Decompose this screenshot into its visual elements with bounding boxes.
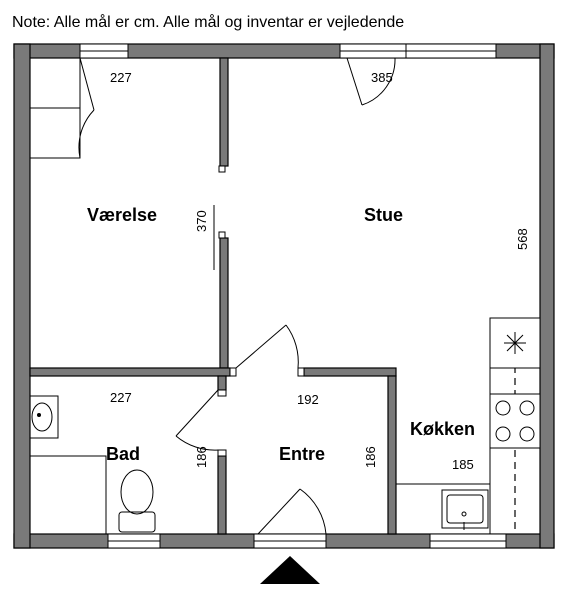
kitchen-fixtures (396, 317, 541, 535)
wall-vaerelse-stue-lower (219, 237, 229, 369)
dim-wall-height: 370 (194, 210, 209, 232)
wall-bad-entre-upper (217, 375, 227, 391)
door-swings (78, 57, 396, 535)
outer-walls (13, 43, 555, 549)
door-leaf-front (257, 488, 301, 535)
window-top-vaerelse (79, 43, 129, 59)
dim-entre-width: 192 (297, 392, 319, 407)
room-label-entre: Entre (279, 444, 325, 464)
room-label-bad: Bad (106, 444, 140, 464)
door-leaf-stue-top (346, 57, 363, 106)
windows (79, 43, 507, 549)
sink-icon (29, 395, 59, 439)
dim-entre-height: 186 (363, 446, 378, 468)
entrance-arrow-icon (260, 556, 320, 584)
door-leaf-bad (175, 389, 219, 437)
dim-vaerelse-width: 227 (110, 70, 132, 85)
room-label-kokken: Køkken (410, 419, 475, 439)
stove-icon (489, 393, 541, 449)
window-top-stue-2 (405, 43, 497, 59)
wall-entre-kokken (387, 375, 397, 535)
fridge-icon (489, 317, 541, 369)
interior-walls (29, 57, 397, 535)
kitchen-sink-icon (441, 489, 489, 530)
plan-note: Note: Alle mål er cm. Alle mål og invent… (12, 13, 404, 31)
shower-area (29, 455, 107, 535)
dim-bad-width: 227 (110, 390, 132, 405)
wall-above-entre (303, 367, 397, 377)
door-leaf-entre-stue (235, 324, 287, 369)
wardrobe (29, 57, 81, 159)
room-label-stue: Stue (364, 205, 403, 225)
wall-above-bad (29, 367, 231, 377)
door-jambs (213, 165, 327, 549)
outer-wall-left (13, 43, 31, 549)
dim-stue-width: 385 (371, 70, 393, 85)
dim-bad-height: 186 (194, 446, 209, 468)
dim-kokken-width: 185 (452, 457, 474, 472)
window-bottom-kokken (429, 533, 507, 549)
wall-bad-entre-lower (217, 455, 227, 535)
bathroom-fixtures (29, 395, 156, 535)
window-bottom-bad (107, 533, 161, 549)
wall-vaerelse-stue-upper (219, 57, 229, 167)
toilet-icon (118, 469, 156, 533)
room-label-vaerelse: Værelse (87, 205, 157, 225)
dim-total-height: 568 (515, 228, 530, 250)
window-top-stue-1 (339, 43, 407, 59)
outer-wall-right (539, 43, 555, 549)
